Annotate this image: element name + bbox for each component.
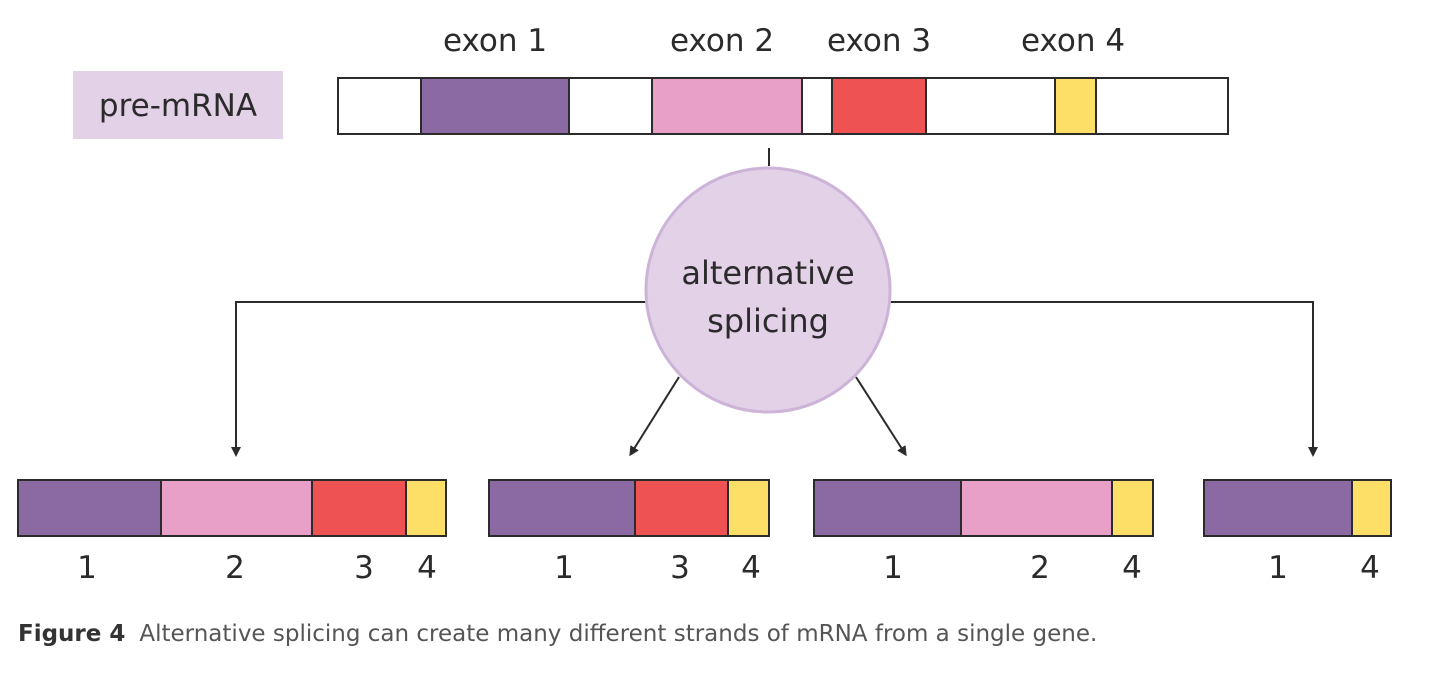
exon-4-label: exon 4	[1021, 23, 1125, 59]
pre-mrna-exon-4	[1054, 77, 1097, 135]
splicing-label-line-2: splicing	[707, 302, 829, 340]
alternative-splicing-circle	[644, 166, 892, 414]
pre-mrna-strand	[337, 77, 1229, 135]
exon-3-label: exon 3	[827, 23, 931, 59]
pre-mrna-exon-1	[420, 77, 570, 135]
product-1-label-2: 2	[225, 550, 245, 586]
mrna-product-2: 1 3 4	[488, 479, 770, 586]
product-1-exon-1	[17, 479, 162, 537]
product-2-exon-3	[634, 479, 729, 537]
pre-mrna-exon-3	[831, 77, 927, 135]
product-4-label-4: 4	[1360, 550, 1380, 586]
product-2-label-1: 1	[554, 550, 574, 586]
product-1-label-4: 4	[417, 550, 437, 586]
arrow-to-product-4	[888, 301, 1318, 457]
product-1-exon-4	[405, 479, 447, 537]
product-3-label-4: 4	[1122, 550, 1142, 586]
exon-1-label: exon 1	[443, 23, 547, 59]
pre-mrna-label: pre-mRNA	[99, 88, 257, 124]
mrna-product-3: 1 2 4	[813, 479, 1154, 586]
product-1-exon-3	[311, 479, 407, 537]
product-2-label-4: 4	[741, 550, 761, 586]
product-4-exon-4	[1351, 479, 1392, 537]
arrow-to-product-1	[231, 301, 648, 457]
product-2-exon-4	[727, 479, 770, 537]
product-3-exon-1	[813, 479, 962, 537]
product-1-label-3: 3	[354, 550, 374, 586]
mrna-product-1: 1 2 3 4	[17, 479, 447, 586]
mrna-product-4: 1 4	[1203, 479, 1392, 586]
product-1-exon-2	[160, 479, 313, 537]
figure-number: Figure 4	[18, 621, 126, 647]
figure-caption-text: Alternative splicing can create many dif…	[139, 621, 1098, 647]
pre-mrna-exon-2	[651, 77, 803, 135]
product-4-exon-1	[1203, 479, 1353, 537]
figure-caption: Figure 4 Alternative splicing can create …	[18, 621, 1418, 647]
product-2-label-3: 3	[670, 550, 690, 586]
product-3-exon-2	[960, 479, 1113, 537]
product-2-exon-1	[488, 479, 636, 537]
product-3-exon-4	[1111, 479, 1154, 537]
pre-mrna-label-box	[73, 71, 283, 139]
arrow-to-product-3	[855, 376, 907, 457]
product-3-label-1: 1	[883, 550, 903, 586]
product-3-label-2: 2	[1030, 550, 1050, 586]
exon-2-label: exon 2	[670, 23, 774, 59]
product-4-label-1: 1	[1268, 550, 1288, 586]
product-1-label-1: 1	[77, 550, 97, 586]
arrow-to-product-2	[629, 376, 680, 457]
splicing-label-line-1: alternative	[681, 254, 854, 292]
